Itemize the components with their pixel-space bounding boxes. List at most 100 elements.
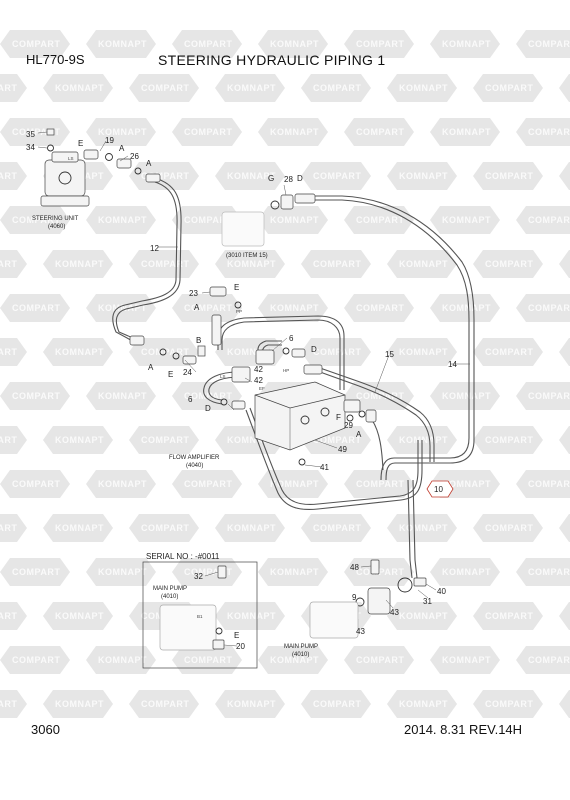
steering-unit-name: STEERING UNIT [32,216,79,222]
watermark-text: KOMNAPT [270,479,319,489]
watermark-text: KOMNAPT [442,39,491,49]
watermark-badge: KOMNAPT [387,338,457,366]
watermark-text: COMPART [141,259,189,269]
main-pump-ref-right: (4010) [292,652,309,658]
watermark-badge: COMPART [473,514,543,542]
watermark-badge: COMPART [172,30,242,58]
watermark-badge: KOMNAPT [86,646,156,674]
flow-amplifier [254,381,361,466]
callout-10: 10 [434,485,443,494]
watermark-text: KOMNAPT [227,171,276,181]
watermark-badge: KOMNAPT [258,558,328,586]
block-item15 [221,211,265,247]
watermark-text: KOMNAPT [399,435,448,445]
watermark-badge: KOMNAPT [86,206,156,234]
watermark-text: KOMNAPT [270,39,319,49]
watermark-text: COMPART [12,655,60,665]
hose-12 [112,177,182,345]
letter-b-24: B [196,336,201,345]
watermark-badge: COMPART [172,294,242,322]
callout-34: 34 [26,143,35,152]
callout-48: 48 [350,563,359,572]
callout-31: 31 [423,597,432,606]
watermark-badge: COMPART [0,602,27,630]
watermark-badge: COMPART [0,470,70,498]
watermark-badge: KOMNAPT [559,74,570,102]
watermark-text: KOMNAPT [442,215,491,225]
callout-9: 9 [352,593,357,602]
callout-23: 23 [189,289,198,298]
callout-12: 12 [150,244,159,253]
callout-49: 49 [338,445,347,454]
watermark-badge: KOMNAPT [430,118,500,146]
watermark-text: KOMNAPT [442,127,491,137]
watermark-badge: KOMNAPT [430,294,500,322]
watermark-badge: KOMNAPT [86,558,156,586]
watermark-text: COMPART [184,215,232,225]
watermark-text: COMPART [313,259,361,269]
hose-10 [371,419,418,579]
watermark-badge: COMPART [0,74,27,102]
bolt-35-34 [46,128,55,152]
watermark-badge: COMPART [301,690,371,718]
callout-29: 29 [344,421,353,430]
callout-32: 32 [194,572,203,581]
watermark-text: KOMNAPT [227,611,276,621]
watermark-badge: KOMNAPT [559,250,570,278]
watermark-badge: COMPART [344,118,414,146]
watermark-text: COMPART [184,127,232,137]
fitting-19-26 [83,149,161,183]
watermark-text: COMPART [141,699,189,709]
watermark-text: KOMNAPT [227,435,276,445]
fittings-g-28-d [270,193,316,210]
watermark-text: COMPART [528,655,570,665]
watermark-text: KOMNAPT [98,215,147,225]
callout-41: 41 [320,463,329,472]
watermark-badge: COMPART [0,294,70,322]
watermark-text: COMPART [528,479,570,489]
watermark-badge: COMPART [344,206,414,234]
watermark-text: KOMNAPT [270,127,319,137]
watermark-text: COMPART [12,567,60,577]
watermark-badge: COMPART [473,426,543,454]
watermark-badge: KOMNAPT [215,250,285,278]
port-hp: HP [283,368,289,373]
callout-26: 26 [130,152,139,161]
watermark-text: COMPART [0,435,17,445]
watermark-badge: COMPART [301,338,371,366]
callout-42-lower: 42 [254,376,263,385]
watermark-badge: COMPART [516,294,570,322]
watermark-badge: KOMNAPT [86,382,156,410]
watermark-badge: KOMNAPT [215,690,285,718]
watermark-text: KOMNAPT [399,523,448,533]
letter-d-lower: D [205,404,211,413]
watermark-badge: COMPART [0,250,27,278]
callout-24: 24 [183,368,192,377]
watermark-text: KOMNAPT [55,699,104,709]
watermark-text: COMPART [141,83,189,93]
watermark-text: KOMNAPT [55,347,104,357]
watermark-badge: COMPART [473,690,543,718]
watermark-badge: KOMNAPT [215,74,285,102]
watermark-badge: KOMNAPT [43,602,113,630]
watermark-text: COMPART [313,347,361,357]
watermark-badge: COMPART [473,250,543,278]
watermark-badge: COMPART [301,250,371,278]
watermark-text: KOMNAPT [399,83,448,93]
watermark-badge: KOMNAPT [258,294,328,322]
watermark-text: KOMNAPT [442,479,491,489]
watermark-text: KOMNAPT [399,259,448,269]
port-ls-steering: LS [68,156,74,161]
watermark-text: COMPART [12,391,60,401]
watermark-badge: COMPART [0,30,70,58]
watermark-badge: COMPART [0,514,27,542]
watermark-badge: KOMNAPT [258,470,328,498]
watermark-text: KOMNAPT [98,303,147,313]
watermark-badge: KOMNAPT [43,74,113,102]
watermark-text: COMPART [0,347,17,357]
flow-amplifier-ref: (4040) [186,463,203,469]
watermark-text: COMPART [485,435,533,445]
letter-a-top: A [119,144,125,153]
watermark-badge: KOMNAPT [559,162,570,190]
